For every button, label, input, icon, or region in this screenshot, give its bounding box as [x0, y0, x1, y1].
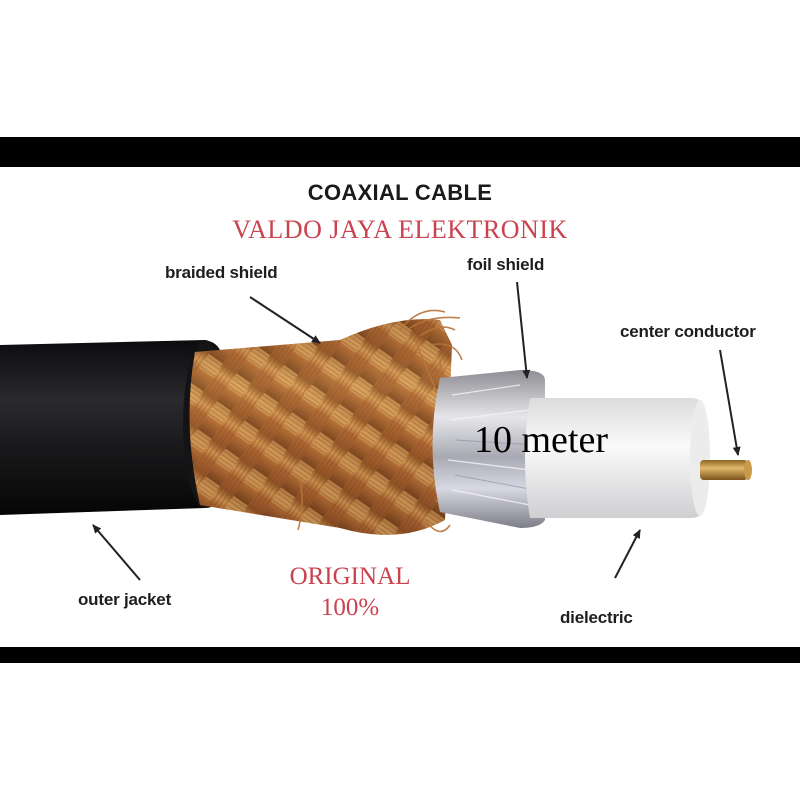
original-badge-line1: ORIGINAL: [289, 563, 411, 590]
label-outer-jacket: outer jacket: [78, 590, 172, 609]
arrow-dielectric: [614, 529, 641, 579]
brand-name: VALDO JAYA ELEKTRONIK: [232, 215, 568, 244]
top-black-band: [0, 137, 800, 167]
label-dielectric: dielectric: [560, 608, 633, 627]
foil-shield-shape: [432, 370, 545, 528]
label-braided-shield: braided shield: [165, 263, 278, 282]
arrow-braided-shield: [249, 296, 321, 344]
arrow-outer-jacket: [92, 524, 141, 581]
arrow-center-conductor: [719, 349, 741, 456]
dielectric-shape: [525, 398, 710, 518]
diagram-title: COAXIAL CABLE: [307, 180, 493, 205]
label-center-conductor: center conductor: [620, 322, 756, 341]
center-conductor-shape: [700, 460, 752, 480]
bottom-black-band: [0, 647, 800, 663]
arrow-foil-shield: [516, 281, 531, 379]
cable-length-text: 10 meter: [474, 419, 609, 461]
label-foil-shield: foil shield: [467, 255, 545, 274]
braided-shield-shape: [189, 309, 471, 535]
original-badge-line2: 100%: [320, 594, 380, 621]
